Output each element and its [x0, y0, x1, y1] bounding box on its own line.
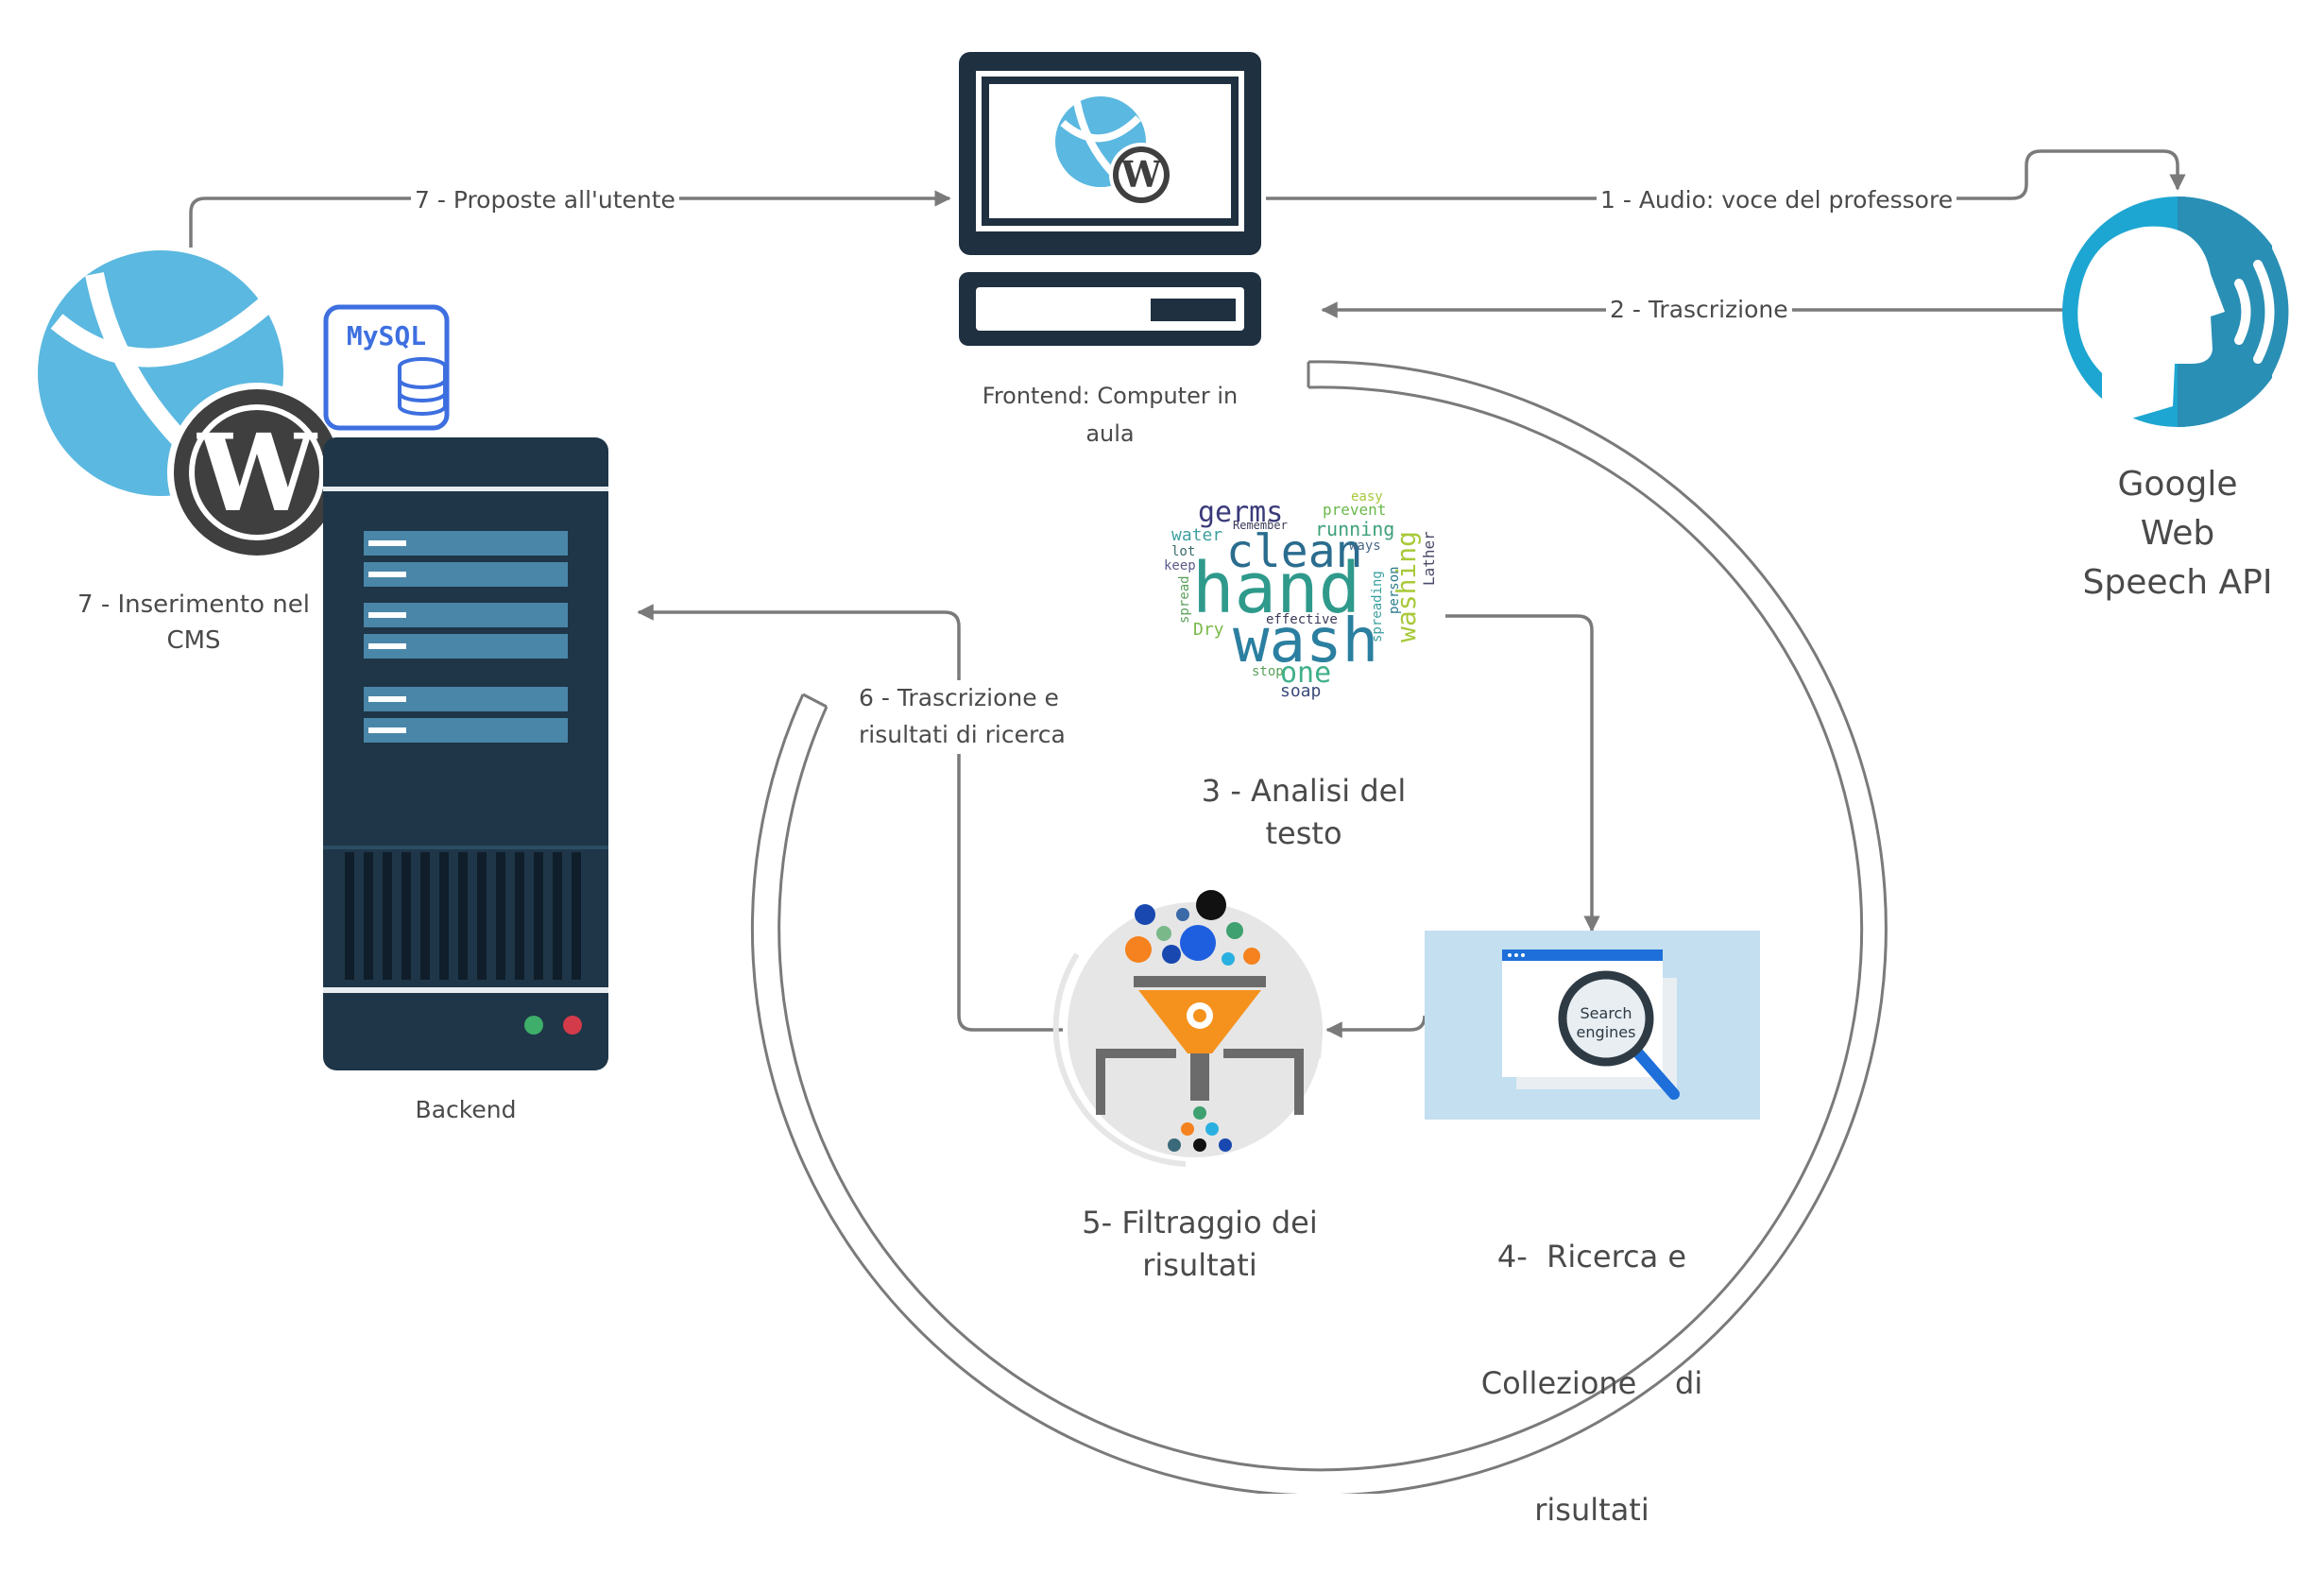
cloud-word-effective: effective — [1266, 612, 1338, 627]
cloud-word-washing: washing — [1391, 531, 1422, 642]
cloud-word-hand: hand — [1192, 548, 1360, 629]
cloud-word-spreading: spreading — [1370, 571, 1385, 642]
analysis-label-line2: testo — [1265, 814, 1342, 851]
cloud-word-ways: ways — [1349, 539, 1381, 554]
search-label-line3: risultati — [1534, 1492, 1649, 1529]
filter-label-line2: risultati — [1142, 1246, 1257, 1283]
cms-label: 7 - Inserimento nel CMS — [52, 588, 335, 659]
monitor-icon: W — [959, 52, 1261, 346]
google-label: Google Web Speech API — [2050, 460, 2305, 608]
wordcloud-icon: hand wash clean germs washing one water … — [1164, 489, 1438, 701]
search-label-line2: Collezione di — [1480, 1364, 1703, 1401]
cloud-word-germs: germs — [1198, 496, 1283, 529]
google-label-line1: Google — [2117, 465, 2238, 504]
cloud-word-lot: lot — [1171, 544, 1195, 559]
google-label-line3: Speech API — [2082, 563, 2273, 603]
analysis-label: 3 - Analisi del testo — [1162, 770, 1445, 855]
search-label-line1: 4- Ricerca e — [1496, 1238, 1687, 1275]
search-label: 4- Ricerca e Collezione di risultati — [1450, 1151, 1734, 1574]
frontend-label-line1: Frontend: Computer in — [982, 383, 1239, 409]
filter-label: 5- Filtraggio dei risultati — [1053, 1202, 1346, 1287]
cloud-word-stop: stop — [1252, 664, 1284, 679]
edge-label-6-line1: 6 - Trascrizione e — [859, 684, 1059, 711]
cms-label-line2: CMS — [166, 625, 221, 655]
search-icon-text-1: Search — [1581, 1004, 1632, 1022]
svg-text:W: W — [1120, 153, 1163, 196]
cloud-word-person: person — [1387, 566, 1402, 614]
frontend-label: Frontend: Computer in aula — [964, 378, 1256, 453]
search-engine-icon: Search engines — [1425, 931, 1760, 1120]
search-icon-text-2: engines — [1577, 1023, 1636, 1041]
cloud-word-prevent: prevent — [1323, 501, 1386, 519]
speech-icon — [2062, 197, 2298, 427]
edge-analysis-to-search — [1445, 614, 1600, 932]
filter-label-line1: 5- Filtraggio dei — [1082, 1205, 1318, 1240]
mysql-logo-text: MySQL — [347, 320, 426, 351]
edge-proposals — [189, 190, 951, 248]
wordpress-icon: W — [167, 383, 347, 562]
cms-icon: W — [38, 250, 347, 562]
mysql-icon: MySQL — [323, 304, 450, 431]
edge-filter-to-backend — [637, 604, 1063, 1032]
diagram-canvas: W W MySQL — [38, 52, 2298, 1494]
edge-search-to-filter-line — [1325, 1015, 1427, 1038]
edge-label-transcription: 2 - Trascrizione — [1606, 296, 1792, 323]
cloud-word-remember: Remember — [1233, 519, 1288, 532]
frontend-label-line2: aula — [1085, 419, 1135, 447]
funnel-icon — [1052, 890, 1323, 1167]
edge-label-proposals: 7 - Proposte all'utente — [411, 186, 679, 214]
cloud-word-clean: clean — [1226, 525, 1363, 578]
svg-text:W: W — [197, 412, 318, 536]
cloud-word-water: water — [1171, 525, 1222, 545]
cloud-word-easy: easy — [1351, 489, 1383, 505]
wordpress-icon: W — [1109, 143, 1173, 207]
backend-label: Backend — [415, 1096, 517, 1123]
cloud-word-lather: Lather — [1420, 531, 1438, 586]
cloud-word-wash: wash — [1233, 607, 1378, 676]
cloud-word-spread: spread — [1177, 575, 1192, 624]
edge-label-filter-to-backend: 6 - Trascrizione e risultati di ricerca — [855, 680, 1069, 754]
cycle-ring — [750, 360, 1888, 1494]
edge-label-6-line2: risultati di ricerca — [859, 720, 1066, 748]
edge-audio — [1266, 149, 2186, 200]
cms-label-line1: 7 - Inserimento nel — [77, 590, 310, 619]
server-icon — [323, 437, 608, 1070]
analysis-label-line1: 3 - Analisi del — [1201, 773, 1407, 809]
cloud-word-one: one — [1280, 657, 1331, 690]
google-label-line2: Web — [2140, 514, 2215, 554]
cloud-word-running: running — [1315, 518, 1394, 540]
cloud-word-keep: keep — [1164, 558, 1196, 573]
cloud-word-soap: soap — [1280, 681, 1321, 701]
edges — [189, 149, 2186, 1038]
cloud-word-dry: Dry — [1193, 620, 1224, 640]
edge-label-audio: 1 - Audio: voce del professore — [1597, 186, 1957, 214]
